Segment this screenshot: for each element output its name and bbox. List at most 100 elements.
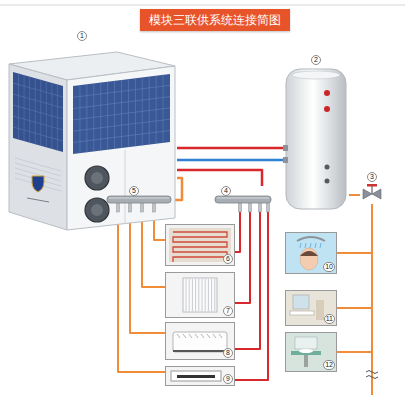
callout-number: 6 bbox=[223, 254, 233, 264]
pipe-connector bbox=[235, 212, 260, 349]
ceiling-unit-box: 9 bbox=[165, 366, 235, 386]
tank-fitting bbox=[324, 106, 330, 112]
fan-coil-grille bbox=[201, 334, 204, 338]
manifold-highlight bbox=[109, 198, 169, 199]
callout-number: 2 bbox=[311, 55, 321, 65]
callout-number: 1 bbox=[77, 31, 87, 41]
top-rule bbox=[0, 5, 405, 6]
radiator-fin bbox=[186, 279, 187, 311]
callout-number: 7 bbox=[223, 306, 233, 316]
basin bbox=[299, 349, 313, 353]
panel-seam bbox=[125, 150, 126, 224]
pipe-connector bbox=[177, 147, 283, 150]
callout-number: 12 bbox=[323, 360, 335, 370]
tank-body bbox=[286, 69, 346, 209]
tank-fitting bbox=[325, 165, 330, 170]
callout-number: 3 bbox=[367, 172, 377, 182]
fan-coil-grille bbox=[183, 334, 186, 338]
radiator-fin bbox=[208, 279, 209, 311]
heat-pump-unit: 1 bbox=[5, 30, 177, 235]
callout-number: 10 bbox=[323, 262, 335, 272]
fan-hub bbox=[91, 172, 103, 184]
callout-number: 9 bbox=[223, 374, 233, 384]
manifold-outlet bbox=[117, 202, 120, 212]
fan-coil-grille bbox=[207, 334, 210, 338]
pipe-connector bbox=[118, 212, 165, 372]
manifold-outlet bbox=[153, 202, 156, 212]
coil-grid bbox=[13, 94, 63, 108]
callout-number: 5 bbox=[129, 186, 139, 196]
picture-frame bbox=[166, 225, 235, 266]
pipe-connector bbox=[235, 212, 268, 380]
picture-frame bbox=[166, 273, 235, 318]
fan-grille bbox=[85, 198, 109, 222]
brand-logo bbox=[32, 176, 44, 192]
face bbox=[300, 248, 318, 270]
radiator-fin bbox=[211, 279, 212, 311]
unit-side bbox=[9, 64, 67, 230]
hair bbox=[300, 251, 318, 256]
coil-grid bbox=[73, 97, 170, 109]
tank-fitting bbox=[324, 90, 330, 96]
callout-number: 4 bbox=[221, 186, 231, 196]
pipe-connector bbox=[337, 204, 372, 352]
coil-grid bbox=[13, 116, 63, 130]
coil-grid bbox=[73, 85, 170, 97]
valve-stem bbox=[371, 186, 372, 194]
manifold-outlet bbox=[249, 202, 252, 212]
heating-pipe bbox=[173, 232, 227, 262]
unit-front bbox=[67, 66, 175, 230]
louver bbox=[15, 163, 61, 176]
manifold-outlet bbox=[141, 202, 144, 212]
picture-frame bbox=[286, 333, 337, 372]
manifold-bar bbox=[107, 196, 171, 203]
radiator-fin bbox=[214, 279, 215, 311]
pipe-connector bbox=[349, 194, 360, 196]
tank-fitting bbox=[325, 179, 330, 184]
mirror bbox=[295, 337, 317, 349]
radiator-fin bbox=[205, 279, 206, 311]
fan-coil-grille bbox=[177, 334, 180, 338]
radiator-panel bbox=[183, 278, 217, 312]
pipe-connector bbox=[337, 204, 372, 308]
coil-grid bbox=[73, 131, 170, 143]
pipe-connector bbox=[235, 212, 250, 303]
shower-head bbox=[297, 237, 325, 241]
brand-mark bbox=[27, 198, 49, 202]
valve-handle bbox=[367, 184, 377, 187]
ceiling-unit bbox=[171, 371, 221, 381]
pipe-socket bbox=[283, 157, 288, 163]
manifold: 5 bbox=[105, 186, 173, 212]
callout-number: 11 bbox=[324, 314, 335, 324]
louver bbox=[15, 158, 61, 171]
callout-number: 8 bbox=[223, 348, 233, 358]
fan-coil-grille bbox=[213, 334, 216, 338]
water-drops bbox=[315, 243, 316, 248]
bathroom-box: 11 bbox=[285, 290, 337, 326]
basin bbox=[290, 311, 314, 315]
manifold-outlet bbox=[129, 202, 132, 212]
break-mark bbox=[366, 371, 378, 379]
fan-coil-base bbox=[173, 350, 227, 352]
heat-pump-unit-picture bbox=[5, 30, 177, 235]
title-banner: 模块三联供系统连接简图 bbox=[140, 9, 290, 31]
radiator-fin bbox=[198, 279, 199, 311]
water-drops bbox=[300, 243, 301, 248]
manifold-highlight bbox=[217, 198, 269, 199]
pedestal bbox=[304, 355, 308, 367]
fan-coil-grille bbox=[189, 334, 192, 338]
water-drops bbox=[320, 243, 321, 248]
towel bbox=[316, 300, 324, 320]
manifold-outlet bbox=[267, 202, 270, 212]
pipe-connector bbox=[177, 159, 283, 162]
fan-grille bbox=[85, 166, 109, 190]
picture-frame bbox=[286, 233, 337, 274]
pipe-connector bbox=[337, 204, 372, 253]
radiator-fin bbox=[192, 279, 193, 311]
manifold: 4 bbox=[213, 186, 273, 212]
kitchen-box: 12 bbox=[285, 332, 337, 372]
water-drops bbox=[310, 243, 311, 248]
fan-hub bbox=[91, 204, 103, 216]
valve-body bbox=[363, 189, 381, 199]
